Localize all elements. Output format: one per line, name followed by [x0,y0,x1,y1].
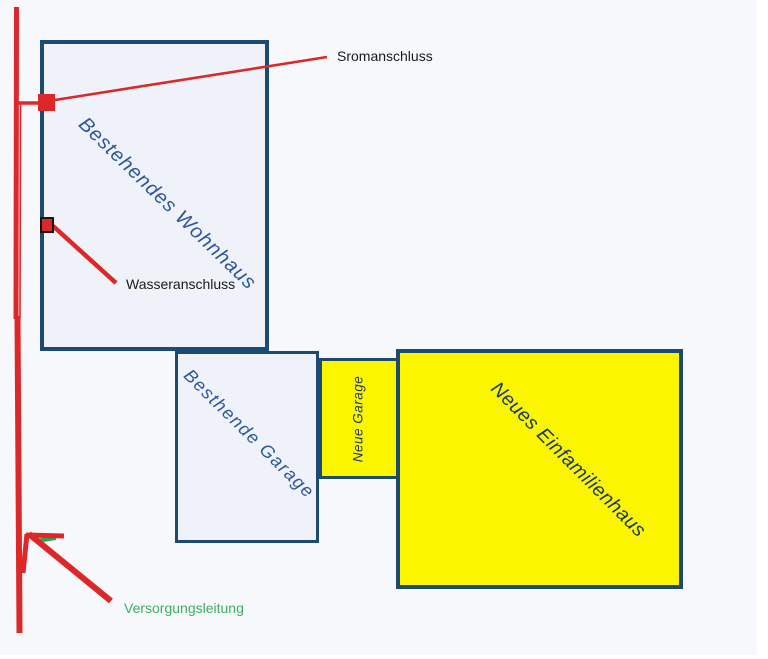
new-garage-label: Neue Garage [350,375,366,463]
power-connection-marker [38,94,55,111]
new-garage-shape [319,358,400,479]
water-connection-label: Wasseranschluss [126,276,236,292]
new-house-shape [396,349,683,589]
supply-line-label: Versorgungsleitung [124,600,244,616]
existing-garage-shape [175,351,319,543]
power-connection-label: Sromanschluss [337,48,433,64]
water-connection-marker [40,217,54,233]
